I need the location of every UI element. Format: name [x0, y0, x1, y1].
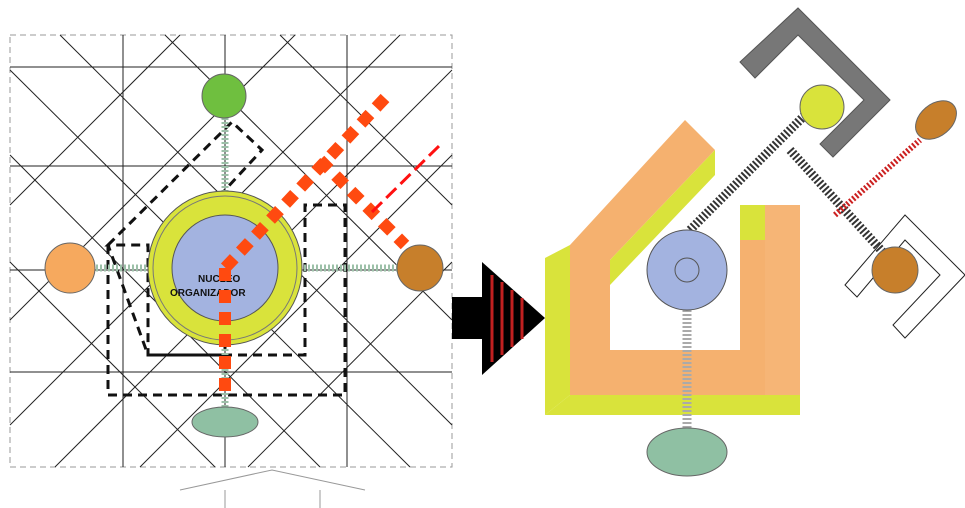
core-circle-right-inner [674, 257, 700, 283]
left-connectors [92, 118, 398, 408]
satellite-yellow-right [799, 84, 845, 130]
satellite-orange-right [915, 100, 957, 140]
cone-arrow-icon [452, 262, 545, 375]
satellite-brown-right2 [871, 246, 919, 294]
satellite-green [201, 73, 247, 119]
grey-bracket [739, 7, 891, 158]
satellite-sage-bottom [191, 406, 259, 438]
entry-arrow-icon [179, 469, 366, 508]
main-wall-structure [545, 120, 800, 415]
satellite-sage-right [646, 427, 728, 477]
satellite-brown-right [396, 244, 444, 292]
right-connectors [682, 106, 922, 440]
red-axes [219, 93, 442, 395]
satellite-orange-left [44, 242, 96, 294]
core-label-line2: ORGANIZADOR [170, 288, 246, 299]
